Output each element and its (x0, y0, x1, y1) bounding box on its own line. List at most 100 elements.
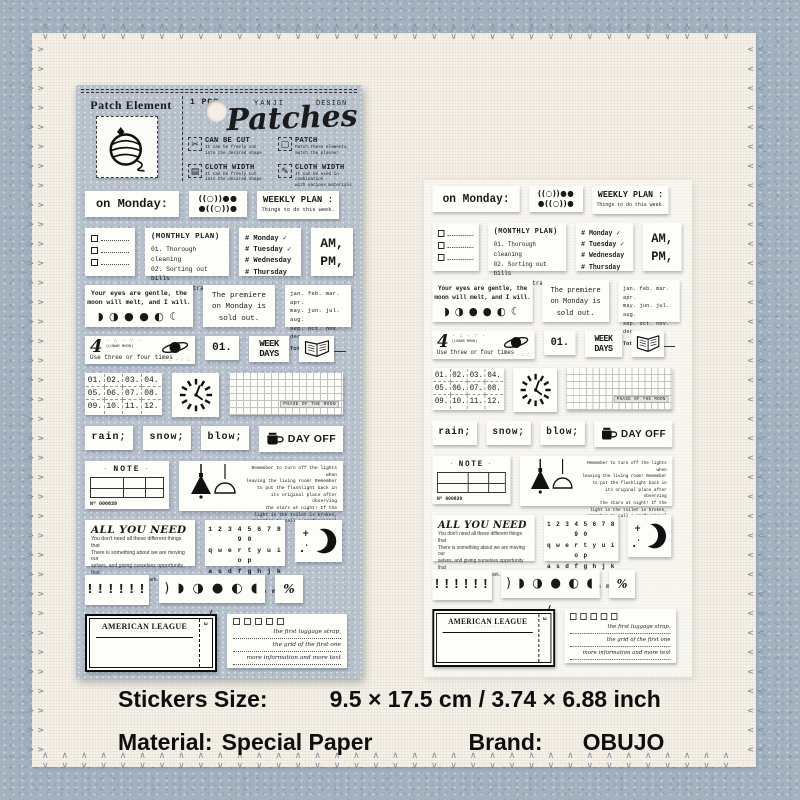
brand-value: OBUJO (582, 729, 665, 755)
checkbox-icon (590, 613, 597, 620)
checkbox-icon (255, 618, 262, 625)
saturn-icon (502, 334, 530, 356)
sticker-row: ALL YOU NEED You don't need all these di… (85, 520, 353, 595)
crescent-moon-icon (635, 517, 670, 560)
sticker-am-pm: AM, PM, (311, 228, 353, 276)
stitch-border-top-outer: ∧ ∧ ∧ ∧ ∧ ∧ ∧ ∧ ∧ ∧ ∧ ∧ ∧ ∧ ∧ ∧ ∧ ∧ ∧ ∧ … (42, 22, 730, 32)
star-dot (633, 545, 635, 547)
sticker-calendar-grid: 01. 02. 03. 04. 05. 06. 07. 08. 09. 10. … (432, 368, 504, 410)
checkbox-icon (570, 613, 577, 620)
ticket-rule (442, 632, 533, 633)
checkbox-icon (437, 254, 445, 261)
sticker-day-off: DAY OFF (259, 426, 343, 452)
size-label: Stickers Size: (118, 686, 268, 712)
hang-hole (205, 100, 227, 122)
sticker-premiere: The premiere on Monday is sold out. (542, 280, 610, 322)
sticker-lunar-moon: 4 · ∴ · ∵ · (LUNAR MOON) Use three or fo… (85, 336, 195, 364)
coffee-cup-icon (267, 432, 284, 445)
sticker-row: AMERICAN LEAGUE ·· ········· ·· 3 the fi… (85, 614, 353, 672)
series-title: Patch Element (90, 98, 172, 112)
hanging-lamps-icon (527, 459, 575, 506)
stitch-border-right-inner: ∨ ∨ ∨ ∨ ∨ ∨ ∨ ∨ ∨ ∨ ∨ ∨ ∨ ∨ ∨ ∨ ∨ ∨ ∨ ∨ … (744, 46, 755, 756)
star-dot (637, 539, 640, 541)
pcs-label: 1 PCS (190, 98, 220, 107)
moon-phases-icons: ◗ ◑ ● ● ◐ ☾ (444, 305, 521, 319)
sticker-moon-phase-row: ) ◗ ◑ ● ◐ ◖ ( (159, 575, 265, 624)
checkbox-icon (266, 618, 273, 625)
sticker-row: !!!!!! ) ◗ ◑ ● ◐ ◖ ( % (85, 575, 353, 624)
ticket-rule (96, 637, 193, 638)
checkbox-icon (580, 613, 587, 620)
sticker-months: jan. feb. mar. apr. may. jun. jul. aug. … (285, 285, 351, 352)
dotted-line (101, 260, 129, 265)
sticker-blow: blow; (540, 421, 585, 445)
sticker-typewriter-keys: 1 2 3 4 5 6 7 8 9 0 q w e r t y u i o p … (543, 515, 619, 590)
sticker-lunar-moon: 4 · ∴ · ∵ · (LUNAR MOON) Use three or fo… (432, 331, 535, 359)
sticker-exclamations: !!!!!! (85, 575, 149, 605)
ticket-stub: 3 (538, 614, 550, 662)
sticker-gentle-moon: Your eyes are gentle, the moon will melt… (432, 280, 533, 322)
note-number: Nº 000839 (90, 501, 118, 507)
sticker-blow: blow; (201, 426, 249, 450)
checkbox-row (570, 613, 670, 620)
sticker-week-days: WEEK DAYS (584, 331, 623, 357)
checkbox-icon (91, 259, 98, 266)
sticker-row: (MONTHLY PLAN) 01. Thorough cleaning 02.… (85, 228, 353, 302)
clock-icon (520, 373, 551, 407)
sticker-on-monday: on Monday: (85, 191, 179, 217)
sticker-months: jan. feb. mar. apr. may. jun. jul. aug. … (618, 280, 680, 347)
sticker-week-days: WEEK DAYS (249, 336, 289, 362)
sheet-title: Patches (225, 98, 359, 139)
sticker-clock (172, 373, 219, 417)
stitch-border-right-outer: ∨ ∨ ∨ ∨ ∨ ∨ ∨ ∨ ∨ ∨ ∨ ∨ ∨ ∨ ∨ ∨ ∨ ∨ ∨ ∨ … (754, 46, 765, 756)
note-number: Nº 000839 (437, 496, 463, 502)
star-icon: + (302, 529, 310, 539)
coffee-cup-icon (601, 427, 617, 440)
sticker-all-you-need: ALL YOU NEED You don't need all these di… (85, 520, 195, 583)
sticker-weekday-list: # Monday ✓ # Tuesday ✓ # Wednesday # Thu… (575, 223, 634, 272)
sticker-row: rain; snow; blow; DAY OFF (85, 426, 353, 452)
sticker-open-book (299, 336, 334, 362)
sticker-grid: on Monday: ((○))●● ●((○))● WEEKLY PLAN :… (76, 185, 362, 672)
sticker-row: rain; snow; blow; DAY OFF (432, 421, 681, 447)
hanging-lamps-icon (187, 464, 239, 511)
patch-square-icon: ▢ (278, 137, 292, 151)
sticker-moon-symbols: ((○))●● ●((○))● (529, 186, 584, 212)
sticker-number-01: 01. (543, 331, 576, 355)
checkbox-icon (277, 618, 284, 625)
sticker-row: 4 · ∴ · ∵ · (LUNAR MOON) Use three or fo… (432, 331, 681, 359)
sticker-monthly-plan: (MONTHLY PLAN) 01. Thorough cleaning 02.… (145, 228, 229, 302)
sticker-sheet-copy: on Monday: ((○))●● ●((○))● WEEKLY PLAN :… (424, 180, 692, 677)
feature-patch: ▢ PATCH Patch these elements, match the … (278, 137, 360, 157)
stitch-border-bottom-inner: ∧ ∧ ∧ ∧ ∧ ∧ ∧ ∧ ∧ ∧ ∧ ∧ ∧ ∧ ∧ ∧ ∧ ∧ ∧ ∧ … (42, 751, 730, 761)
sticker-weekday-list: # Monday ✓ # Tuesday ✓ # Wednesday # Thu… (239, 228, 301, 277)
sticker-row: ALL YOU NEED You don't need all these di… (432, 515, 681, 590)
star-dot (306, 544, 308, 546)
saturn-icon (160, 339, 190, 361)
sticker-gentle-moon: Your eyes are gentle, the moon will melt… (85, 285, 193, 327)
sticker-row: ·NOTE· Nº 000839 (432, 456, 681, 526)
sticker-number-01: 01. (205, 336, 239, 360)
yarn-stamp (96, 116, 158, 178)
sticker-moon-phase-row: ) ◗ ◑ ● ◐ ◖ ( (501, 570, 600, 619)
sticker-row: !!!!!! ) ◗ ◑ ● ◐ ◖ ( % (432, 570, 681, 619)
note-table (90, 477, 164, 498)
checkbox-icon (610, 613, 618, 620)
size-value: 9.5 × 17.5 cm / 3.74 × 6.88 inch (329, 686, 661, 712)
sticker-note: ·NOTE· Nº 000839 (432, 456, 511, 504)
sticker-note: ·NOTE· Nº 000839 (85, 461, 169, 509)
dotted-line (447, 255, 474, 260)
checkbox-icon (233, 618, 240, 625)
sticker-am-pm: AM, PM, (642, 223, 682, 271)
checkbox-icon (437, 230, 445, 237)
sticker-row: 01. 02. 03. 04. 05. 06. 07. 08. 09. 10. … (432, 368, 681, 412)
brand-label: Brand: (468, 729, 543, 755)
material-label: Material: (118, 729, 213, 755)
sticker-row: Your eyes are gentle, the moon will melt… (85, 285, 353, 352)
open-book-icon (304, 340, 329, 357)
yarn-ball-icon (109, 127, 145, 172)
sticker-typewriter-keys: 1 2 3 4 5 6 7 8 9 0 q w e r t y u i o p … (205, 520, 285, 595)
sticker-weekly-plan: WEEKLY PLAN : Things to do this week. (592, 186, 669, 214)
sticker-day-off: DAY OFF (594, 421, 673, 447)
sticker-ticket: AMERICAN LEAGUE ·· ········· ·· 3 (85, 614, 217, 672)
